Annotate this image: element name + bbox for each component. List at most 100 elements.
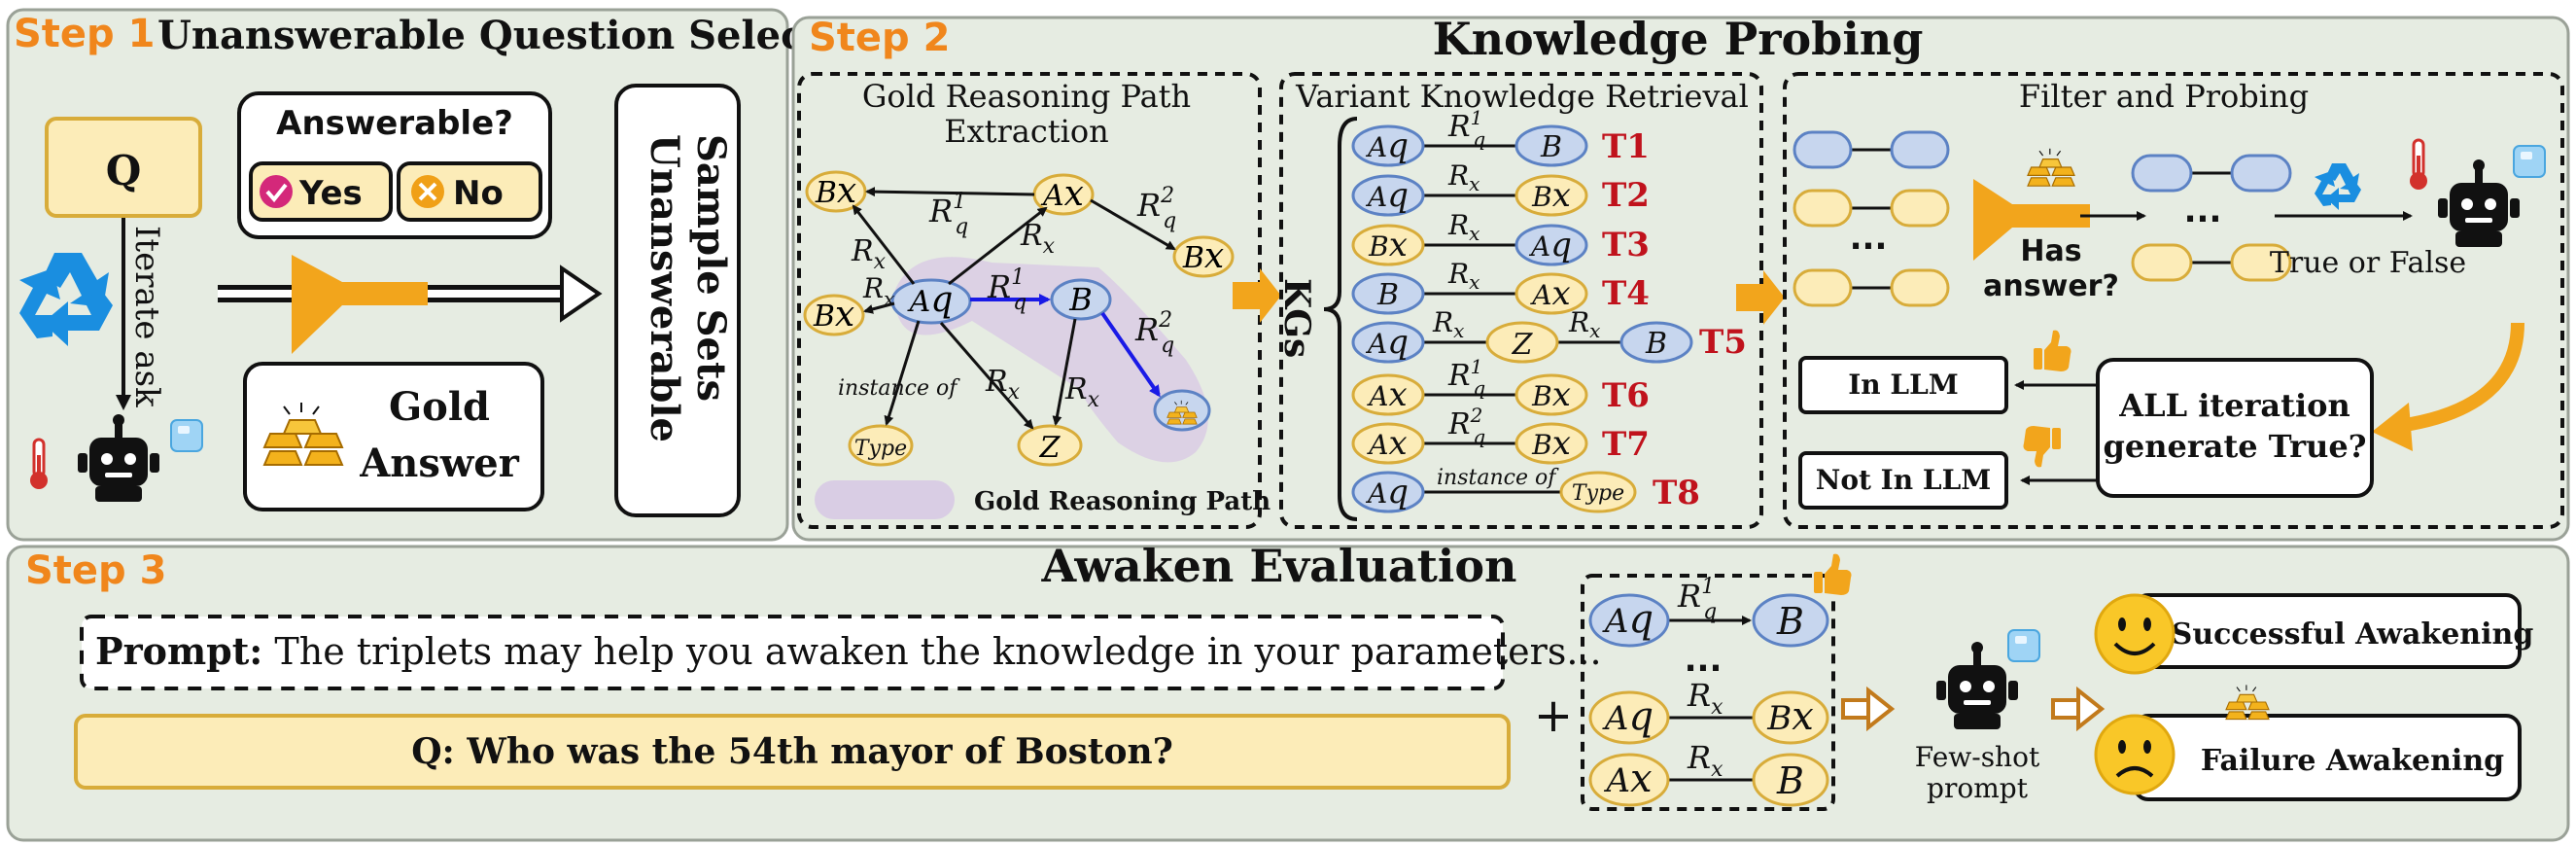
probe-thermometer-icon [2408, 138, 2429, 192]
gold-path-title-line1: Gold Reasoning Path [862, 78, 1191, 115]
svg-text:Bx: Bx [1531, 176, 1571, 215]
yes-label: Yes [298, 174, 363, 213]
sad-face-icon [2094, 714, 2176, 795]
iteration-line1: ALL iteration [2118, 387, 2350, 424]
variant-z-node: Z [1512, 328, 1534, 362]
step2-panel: Step 2 Knowledge Probing Gold Reasoning … [791, 13, 2570, 542]
candidate-ellipsis: ... [1850, 219, 1888, 258]
triple-tags: T1 T2 T3 T4 T5 T6 T7 T8 [1602, 127, 1747, 512]
svg-text:B: B [1776, 600, 1804, 643]
svg-text:Rx: Rx [862, 272, 894, 310]
svg-text:Bx: Bx [815, 171, 856, 211]
thermometer-icon [28, 438, 50, 491]
arrow-a-to-b [1233, 268, 1281, 323]
filter-probing-panel [1783, 72, 2564, 529]
svg-text:Aq: Aq [1602, 694, 1654, 739]
variant-type-node: Type [1572, 481, 1624, 506]
gold-path-title-line2: Extraction [944, 113, 1109, 150]
svg-text:R1q: R1q [1447, 106, 1485, 151]
svg-text:Bx: Bx [1531, 424, 1571, 463]
svg-text:Aq: Aq [1365, 473, 1409, 511]
svg-text:Ax: Ax [1040, 174, 1084, 214]
tag-t5: T5 [1699, 323, 1747, 362]
prompt-text: Prompt: The triplets may help you awaken… [95, 629, 1602, 673]
svg-text:Rx: Rx [1687, 739, 1723, 782]
variant-instance-label: instance of [1437, 466, 1559, 490]
svg-text:Ax: Ax [1529, 274, 1570, 313]
step3-label: Step 3 [25, 548, 166, 593]
svg-text:Aq: Aq [1365, 176, 1409, 215]
kgs-brace [1323, 117, 1358, 521]
question-box [45, 117, 202, 218]
plus-sign: + [1534, 688, 1573, 743]
probe-ice-cube-icon [2513, 145, 2546, 178]
arrow-to-robot [1841, 686, 1896, 732]
iteration-decision-box [2096, 358, 2374, 498]
sample-label-line2: Sample Sets [688, 134, 734, 402]
step1-label: Step 1 [14, 12, 155, 56]
graph-a-type-node: Type [854, 437, 907, 461]
curved-return-arrow [2397, 322, 2524, 433]
triplets-ellipsis: ... [1685, 641, 1723, 680]
success-label: Successful Awakening [2172, 617, 2534, 652]
question-banner-text: Q: Who was the 54th mayor of Boston? [411, 731, 1173, 772]
question-banner [74, 714, 1511, 790]
check-icon [260, 175, 293, 208]
in-llm-box [1798, 356, 2008, 414]
sample-sets-box [614, 84, 741, 517]
svg-text:B: B [1068, 281, 1093, 318]
svg-text:Aq: Aq [907, 280, 954, 320]
svg-text:B: B [1645, 327, 1667, 361]
gold-label-line2: Answer [359, 441, 520, 486]
step1-title: Unanswerable Question Select [157, 13, 822, 58]
tag-t6: T6 [1602, 376, 1650, 415]
prompt-box [80, 615, 1505, 690]
graph-a-instance-label: instance of [838, 376, 960, 401]
filtered-paths [2131, 154, 2292, 282]
tag-t3: T3 [1602, 226, 1650, 264]
curved-return-arrowhead [2372, 403, 2413, 451]
ice-cube-icon [170, 419, 203, 452]
tag-t7: T7 [1602, 425, 1650, 464]
failure-label: Failure Awakening [2201, 744, 2504, 778]
iteration-line2: generate True? [2104, 428, 2367, 465]
gold-path-highlight [894, 257, 1208, 463]
arrow-to-outcomes [2051, 686, 2106, 732]
few-shot-ice-cube-icon [2007, 629, 2040, 662]
recycle-icon [19, 253, 113, 346]
svg-text:Bx: Bx [813, 295, 854, 335]
in-llm-label: In LLM [1848, 369, 1959, 401]
step1-panel: Step 1 Unanswerable Question Select Q It… [6, 8, 822, 542]
gold-path-legend-swatch [815, 480, 955, 519]
variant-retrieval-title: Variant Knowledge Retrieval [1295, 78, 1749, 115]
prompt-bold: Prompt: [95, 629, 262, 673]
svg-text:B: B [1376, 278, 1399, 312]
has-answer-line2: answer? [1983, 269, 2119, 303]
answerable-title: Answerable? [276, 104, 513, 143]
svg-text:Aq: Aq [1602, 597, 1654, 642]
graph-a-z-node: Z [1039, 431, 1062, 465]
yes-option [249, 161, 393, 222]
few-shot-line2: prompt [1927, 772, 2029, 804]
step2-label: Step 2 [809, 16, 950, 60]
gold-label-line1: Gold [389, 384, 490, 430]
svg-text:Bx: Bx [1531, 375, 1571, 414]
not-in-llm-label: Not In LLM [1816, 464, 1992, 496]
graph-a-gold-edges [970, 294, 1161, 398]
svg-text:Ax: Ax [1366, 424, 1407, 463]
filtered-ellipsis: ... [2184, 192, 2222, 230]
gold-path-legend-label: Gold Reasoning Path [974, 487, 1271, 516]
filter-funnel-icon [1973, 179, 2090, 261]
svg-text:Bx: Bx [1766, 694, 1814, 739]
svg-text:R1q: R1q [1447, 355, 1485, 400]
candidate-paths [1793, 130, 1950, 307]
true-false-label: True or False [2270, 246, 2466, 280]
step3-title: Awaken Evaluation [1041, 540, 1517, 592]
svg-text:R2q: R2q [1447, 404, 1485, 448]
svg-text:Bx: Bx [1182, 236, 1224, 276]
probe-recycle-icon [2315, 163, 2361, 210]
graph-a-nodes: Bx Ax Bx Bx Aq B Z [803, 170, 1235, 467]
graph-a-edges [852, 187, 1176, 430]
